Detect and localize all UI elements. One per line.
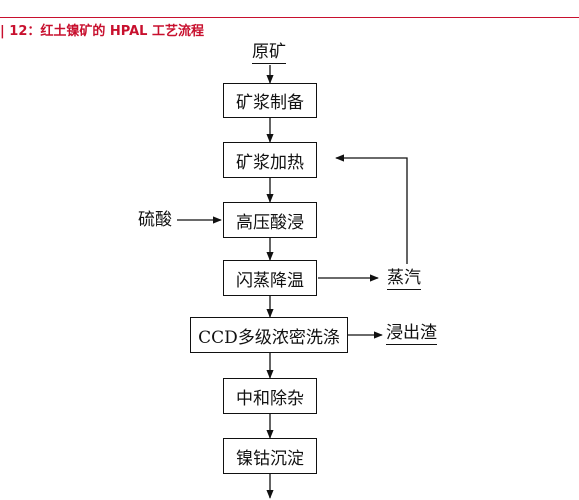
step-high-pressure-acid-leaching: 高压酸浸	[223, 202, 317, 238]
input-label-ore: 原矿	[252, 42, 286, 64]
step-nickel-cobalt-precipitation: 镍钴沉淀	[223, 438, 317, 474]
step-slurry-preparation: 矿浆制备	[223, 83, 317, 118]
top-divider	[0, 17, 579, 18]
step-neutralization: 中和除杂	[223, 378, 317, 414]
step-flash-cooling: 闪蒸降温	[223, 260, 317, 296]
input-label-sulfuric-acid: 硫酸	[138, 210, 172, 230]
step-slurry-heating: 矿浆加热	[223, 142, 317, 178]
figure-caption: | 12：红土镍矿的 HPAL 工艺流程	[0, 24, 204, 39]
output-label-steam: 蒸汽	[387, 268, 421, 290]
output-label-leach-residue: 浸出渣	[386, 323, 437, 345]
step-ccd-washing: CCD多级浓密洗涤	[190, 317, 348, 353]
arrow-steam-recycle	[335, 154, 408, 264]
